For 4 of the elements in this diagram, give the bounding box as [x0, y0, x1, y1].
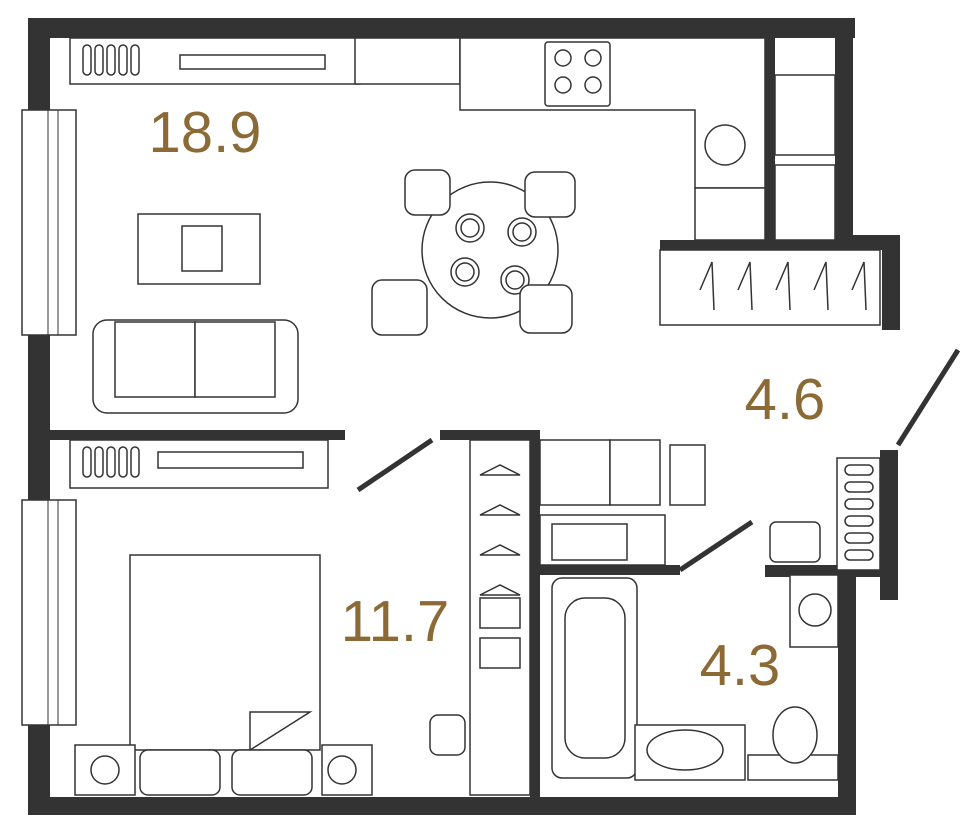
room-area-label: 4.3: [700, 637, 780, 695]
room-area-label: 11.7: [340, 593, 450, 651]
room-area-label: 18.9: [148, 104, 262, 162]
room-area-label: 4.6: [744, 371, 826, 429]
